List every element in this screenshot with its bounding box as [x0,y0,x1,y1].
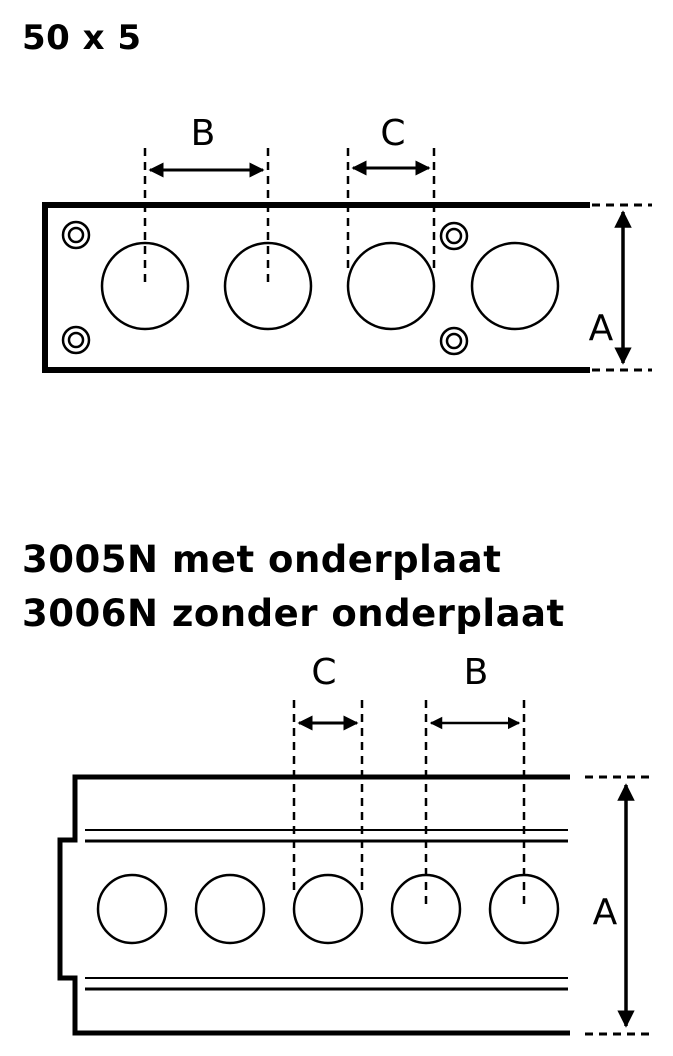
dimension-c: C [346,113,436,270]
mounting-ring [61,325,91,355]
bottom-diagram-title-line1: 3005N met onderplaat [22,538,502,581]
dimension-a: A [589,210,632,365]
hole [223,241,313,331]
mounting-ring [439,326,469,356]
hole [346,241,436,331]
hole [194,873,266,945]
hole [292,873,364,945]
mounting-ring [61,220,91,250]
bottom-profile-outline [57,774,570,1036]
label-c: C [380,113,405,154]
mounting-ring [439,221,469,251]
hole [96,873,168,945]
top-profile: B C A [42,113,652,373]
top-profile-outline [42,202,590,373]
hole [470,241,560,331]
top-diagram-title: 50 x 5 [22,18,142,58]
dimension-c: C [292,652,364,895]
label-a: A [589,308,614,349]
label-b: B [464,652,489,693]
dimension-b: B [424,652,526,910]
hole [100,241,190,331]
bottom-profile: C B A [57,652,650,1036]
dimension-b: B [143,113,270,285]
dimension-a: A [593,783,635,1028]
label-a: A [593,892,618,933]
label-c: C [311,652,336,693]
label-b: B [191,113,216,154]
bottom-diagram-title-line2: 3006N zonder onderplaat [22,592,565,635]
